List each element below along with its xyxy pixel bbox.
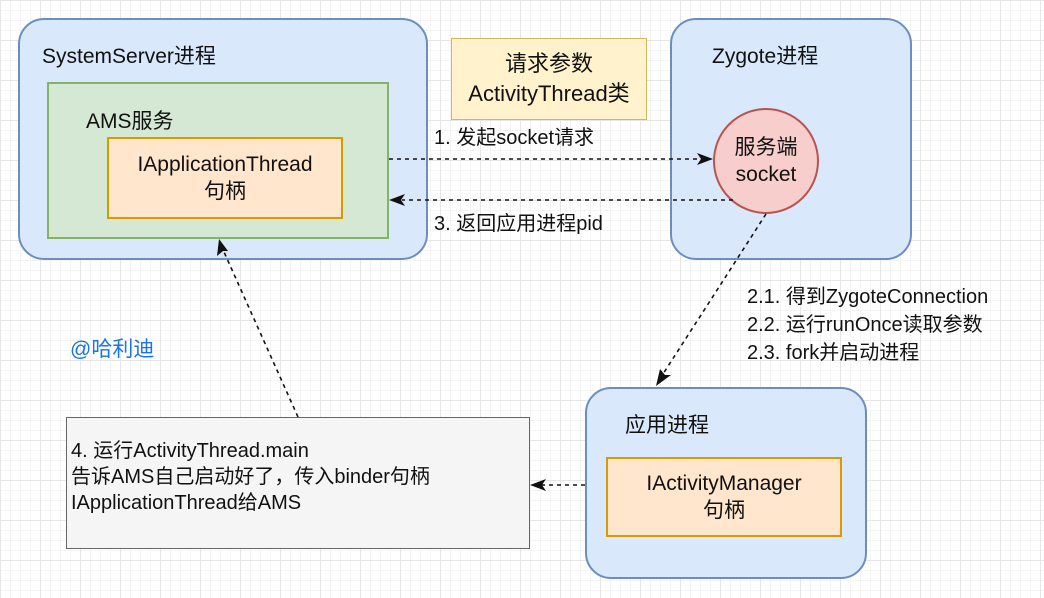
server-socket-node: 服务端 socket xyxy=(713,108,819,214)
arrow-to-ams-head xyxy=(217,239,228,256)
step4-note: 4. 运行ActivityThread.main 告诉AMS自己启动好了，传入b… xyxy=(66,417,530,549)
author-watermark: @哈利迪 xyxy=(70,338,155,361)
step3-label: 3. 返回应用进程pid xyxy=(434,213,603,235)
system-server-title: SystemServer进程 xyxy=(42,45,216,68)
arrow-return-pid-head xyxy=(389,194,405,206)
arrow-to-step4-head xyxy=(530,479,546,491)
step2-1-label: 2.1. 得到ZygoteConnection xyxy=(747,286,989,308)
step2-2-label: 2.2. 运行runOnce读取参数 xyxy=(747,314,983,336)
server-socket-type-label: socket xyxy=(735,163,797,186)
iapplication-thread-handle: IApplicationThread 句柄 xyxy=(107,137,343,219)
request-params-label: 请求参数 xyxy=(504,51,593,76)
app-process-title: 应用进程 xyxy=(625,414,709,437)
step2-3-label: 2.3. fork并启动进程 xyxy=(747,342,920,364)
iactivity-manager-handle: IActivityManager 句柄 xyxy=(606,457,842,537)
zygote-title: Zygote进程 xyxy=(712,45,819,68)
arrow-to-ams xyxy=(223,251,299,418)
request-params-class-label: ActivityThread类 xyxy=(468,81,630,106)
iapplication-thread-handle-label: 句柄 xyxy=(204,180,246,203)
arrow-fork-process xyxy=(662,213,767,375)
step4-line2: 告诉AMS自己启动好了，传入binder句柄 xyxy=(71,466,430,488)
iactivity-manager-handle-label: 句柄 xyxy=(703,499,745,522)
ams-title: AMS服务 xyxy=(86,110,174,133)
step4-line3: IApplicationThread给AMS xyxy=(71,492,302,514)
iactivity-manager-label: IActivityManager xyxy=(646,472,802,495)
server-socket-label: 服务端 xyxy=(734,136,798,159)
arrow-fork-process-head xyxy=(656,369,671,386)
request-params-note: 请求参数 ActivityThread类 xyxy=(451,38,647,120)
step4-line1: 4. 运行ActivityThread.main xyxy=(71,440,309,462)
step1-label: 1. 发起socket请求 xyxy=(434,127,595,149)
iapplication-thread-label: IApplicationThread xyxy=(137,153,313,176)
arrow-socket-request-head xyxy=(697,153,713,165)
